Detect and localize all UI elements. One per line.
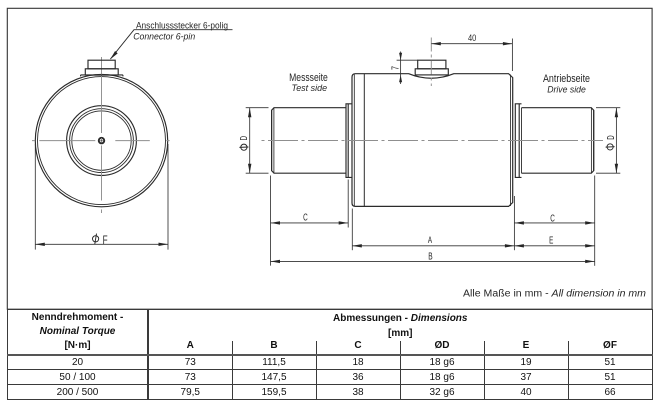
svg-text:7: 7: [389, 66, 401, 70]
svg-text:40: 40: [468, 33, 476, 44]
svg-text:B: B: [428, 252, 433, 263]
svg-text:Messseite: Messseite: [289, 72, 328, 84]
svg-text:E: E: [549, 236, 553, 247]
svg-text:Drive side: Drive side: [547, 84, 586, 95]
svg-text:Anschlussstecker 6-polig: Anschlussstecker 6-polig: [136, 20, 228, 31]
svg-text:D: D: [238, 136, 250, 141]
svg-text:D: D: [605, 135, 617, 140]
svg-text:Antriebseite: Antriebseite: [543, 73, 590, 85]
svg-text:C: C: [550, 213, 555, 224]
svg-text:F: F: [103, 235, 108, 247]
svg-text:Connector 6-pin: Connector 6-pin: [133, 31, 195, 42]
svg-text:Test side: Test side: [292, 83, 328, 94]
svg-text:A: A: [428, 235, 433, 246]
svg-text:C: C: [303, 213, 308, 224]
svg-text:Alle Maße in mm - All dimensio: Alle Maße in mm - All dimension in mm: [463, 289, 646, 300]
